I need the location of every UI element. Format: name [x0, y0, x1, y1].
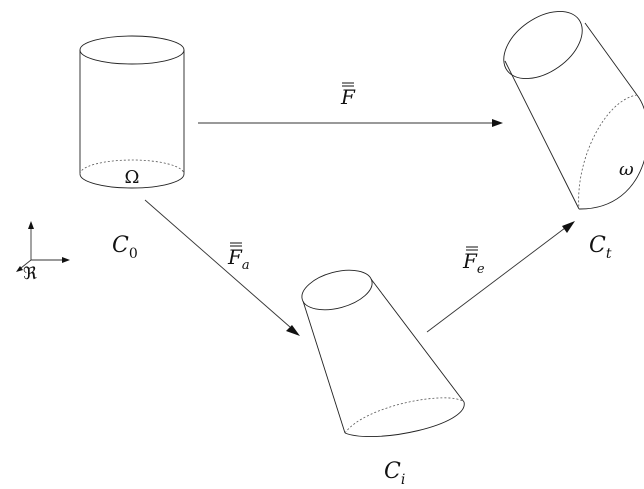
total-mapping-symbol: F: [340, 85, 356, 109]
current-body: [503, 10, 644, 210]
intermediate-bottom-back-edge: [344, 397, 465, 434]
current-bottom-back-edge: [578, 94, 638, 210]
cylinder-bottom-front-edge: [79, 173, 185, 189]
frame-axis-depth: [20, 259, 32, 269]
cylinder-bottom-back-edge: [79, 159, 185, 175]
anelastic-mapping-symbol: Fa: [227, 245, 250, 273]
anelastic-mapping-label: Fa: [227, 242, 250, 273]
reference-domain-label: Ω: [125, 167, 140, 188]
anelastic-arrow-head: [286, 325, 300, 336]
frame-axis-horizontal-head: [62, 257, 70, 263]
intermediate-right-edge: [370, 278, 465, 403]
intermediate-left-edge: [302, 300, 346, 434]
intermediate-body: [301, 269, 465, 438]
current-bottom-front-edge: [578, 94, 644, 210]
current-top-ellipse: [503, 10, 583, 80]
intermediate-bottom-front-edge: [344, 401, 465, 438]
anelastic-deformation-arrow: [144, 199, 300, 336]
elastic-deformation-arrow: [426, 221, 575, 333]
current-configuration-label: Ct: [589, 233, 612, 262]
frame-axis-vertical-head: [28, 221, 34, 229]
current-left-edge: [504, 60, 580, 210]
elastic-arrow-line: [426, 227, 566, 333]
frame-axis-depth-head: [16, 266, 23, 272]
elastic-mapping-symbol: Fe: [462, 249, 485, 277]
current-right-edge: [584, 22, 638, 96]
anelastic-arrow-line: [144, 199, 291, 328]
total-arrow-head: [492, 119, 503, 127]
frame-label: ℜ: [23, 264, 37, 284]
intermediate-top-ellipse: [301, 269, 373, 311]
current-domain-label: ω: [619, 159, 634, 180]
cylinder-top-ellipse: [79, 35, 185, 65]
reference-frame: [16, 221, 70, 272]
reference-cylinder: [79, 35, 185, 189]
elastic-mapping-label: Fe: [462, 246, 485, 277]
elastic-arrow-head: [562, 221, 575, 233]
intermediate-configuration-label: Ci: [384, 459, 405, 488]
reference-configuration-label: C0: [112, 233, 138, 262]
total-mapping-label: F: [340, 82, 356, 109]
total-deformation-arrow: [198, 119, 503, 127]
